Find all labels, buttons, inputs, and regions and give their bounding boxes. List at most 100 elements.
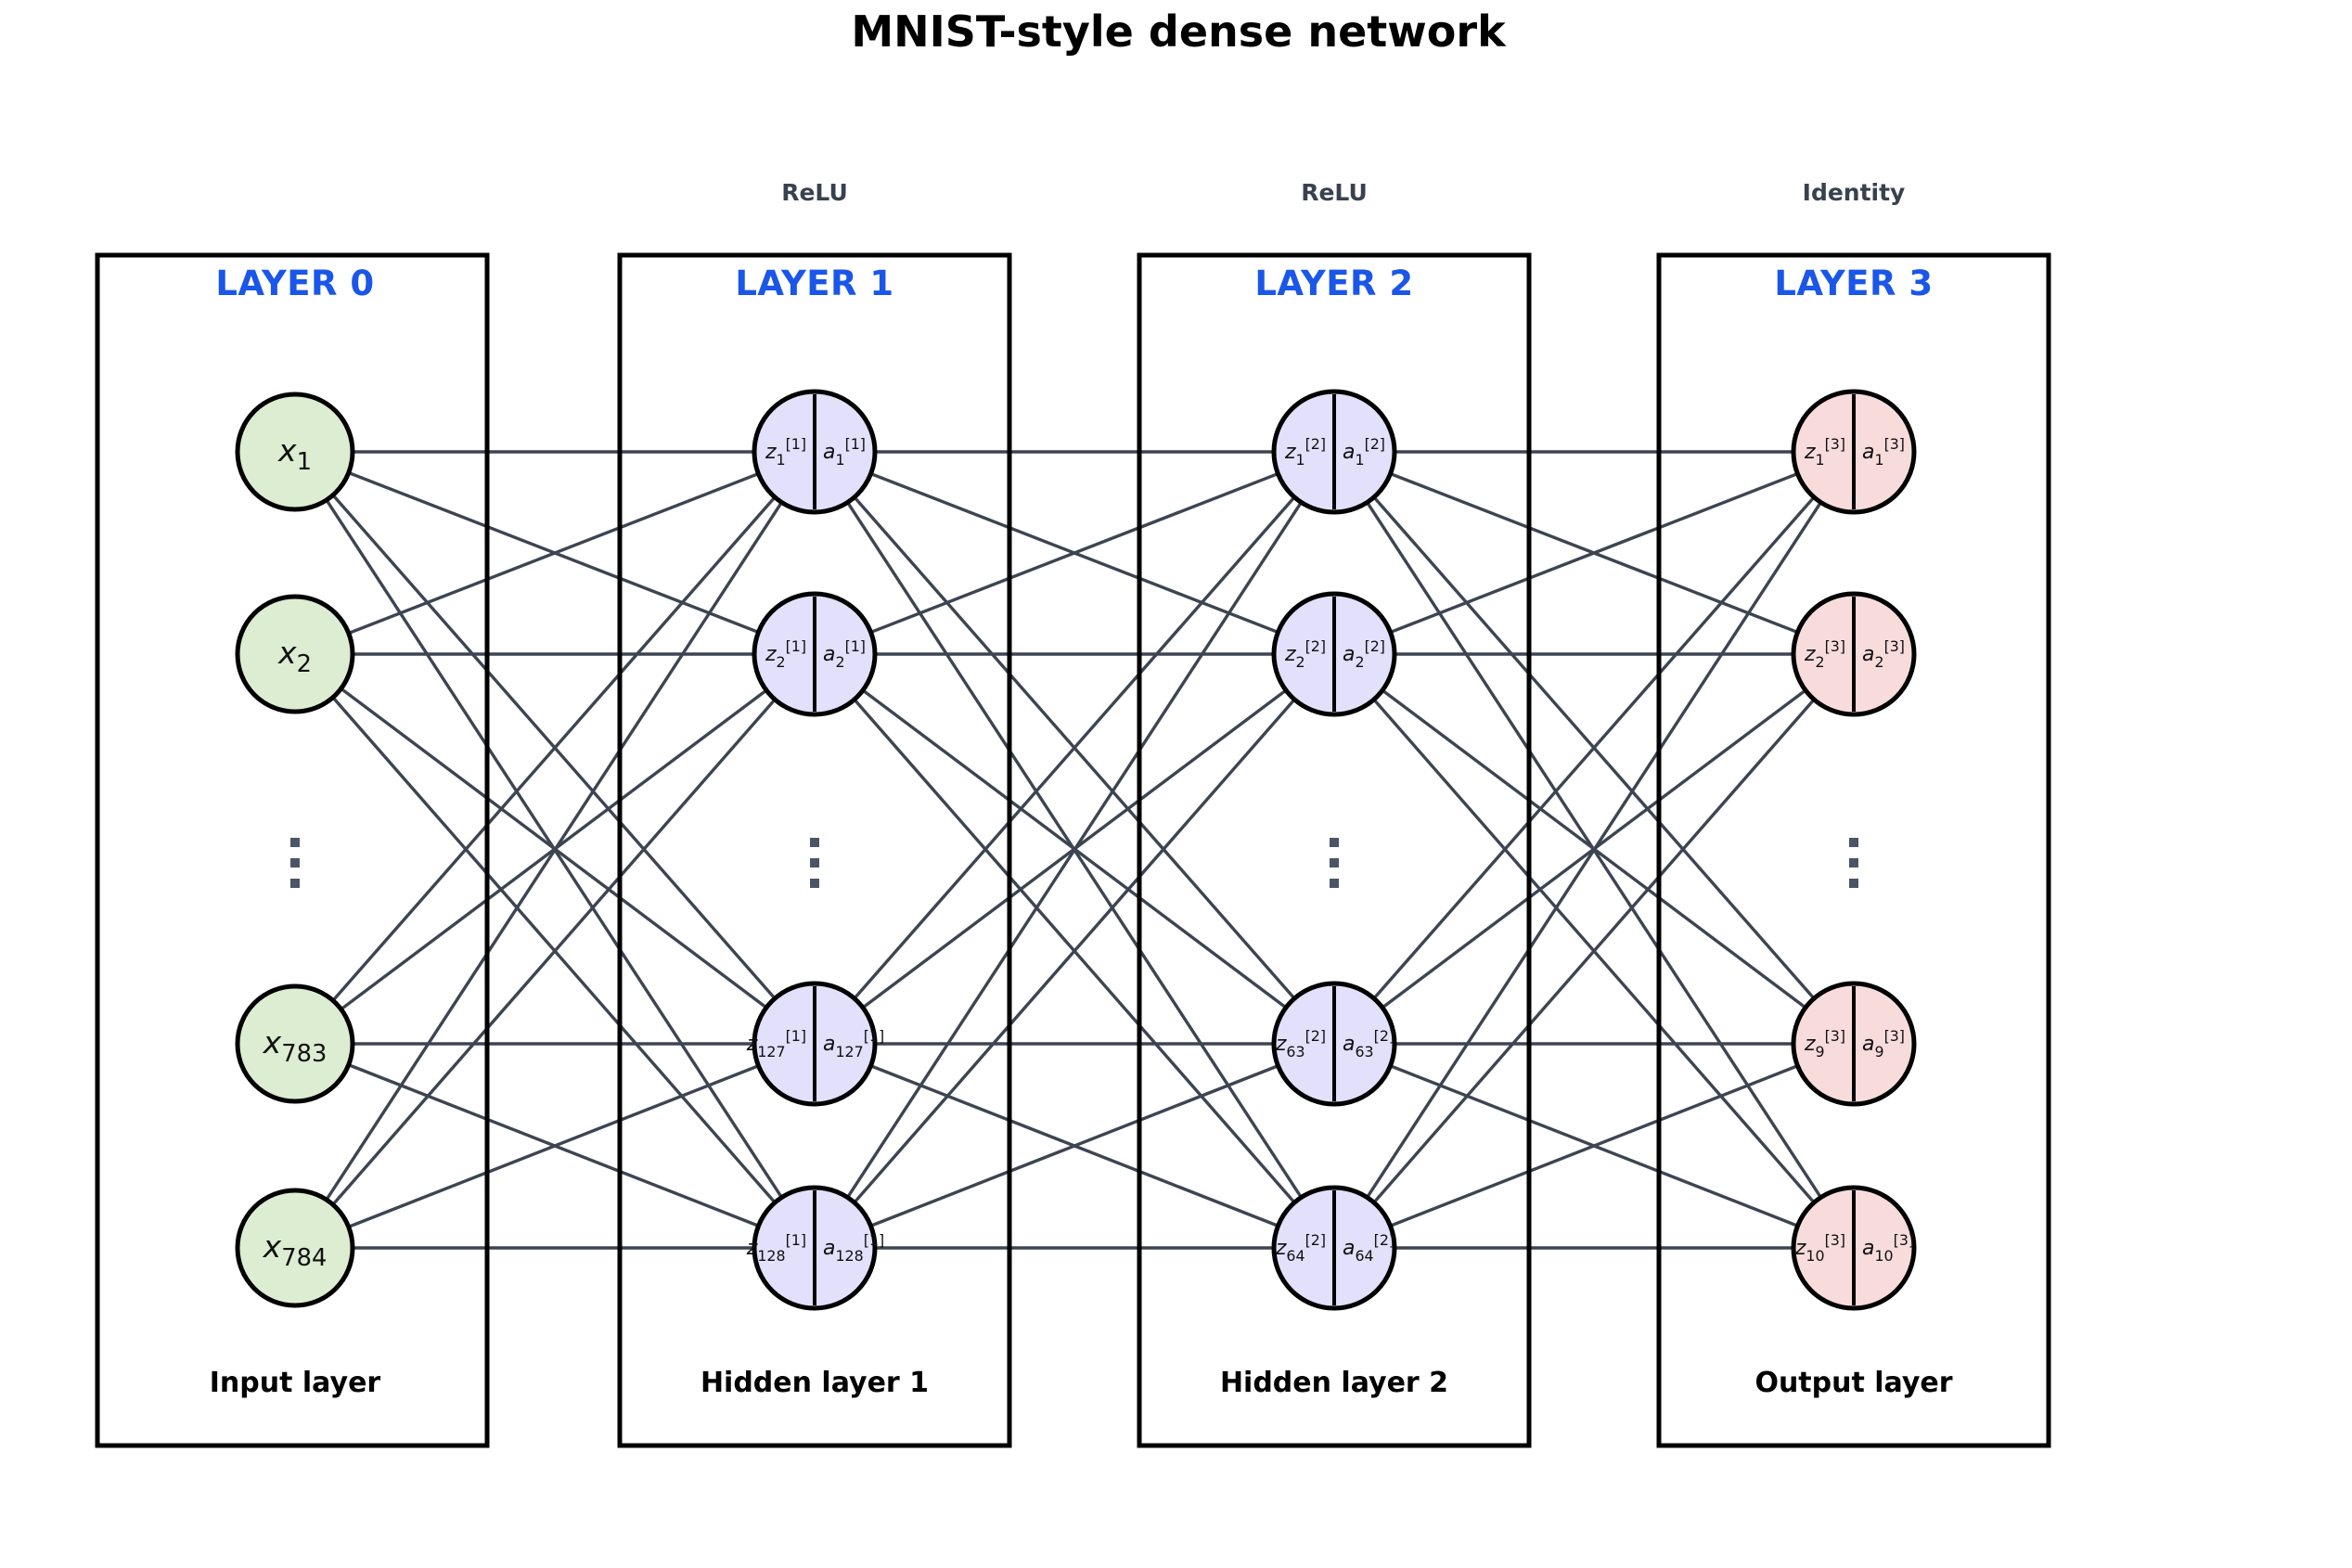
connection-edge — [869, 471, 1279, 635]
node-0-0[interactable]: x1 — [235, 392, 355, 512]
node-3-2[interactable]: z9[3] a9[3] — [1791, 981, 1917, 1107]
node-label-x: x784 — [263, 1228, 328, 1272]
connection-edge — [846, 501, 1303, 1199]
node-0-1[interactable]: x2 — [235, 594, 355, 714]
node-3-3[interactable]: z10[3] a10[3] — [1791, 1185, 1917, 1311]
connection-edge — [1389, 471, 1799, 635]
connection-edge — [1366, 501, 1822, 1199]
node-label-z: z10[3] — [1794, 1231, 1845, 1265]
node-2-2[interactable]: z63[2] a63[2] — [1271, 981, 1397, 1107]
vertical-ellipsis-1 — [810, 838, 819, 888]
node-2-0[interactable]: z1[2] a1[2] — [1271, 389, 1397, 515]
ellipsis-dot — [1330, 879, 1339, 888]
vertical-ellipsis-0 — [290, 838, 300, 888]
ellipsis-dot — [290, 879, 300, 888]
node-circle[interactable] — [235, 594, 355, 714]
node-label-z: z64[2] — [1275, 1231, 1326, 1265]
node-label-z: z2[1] — [765, 637, 806, 671]
node-label-z: z2[3] — [1804, 637, 1845, 671]
ellipsis-dot — [1849, 879, 1858, 888]
connection-edge — [869, 1064, 1279, 1227]
layer-box-1 — [617, 252, 1012, 1448]
ellipsis-dot — [1330, 838, 1339, 847]
activation-label-2: ReLU — [1301, 179, 1368, 206]
ellipsis-dot — [810, 838, 819, 847]
node-3-1[interactable]: z2[3] a2[3] — [1791, 591, 1917, 717]
node-2-1[interactable]: z2[2]a2[2] — [1271, 591, 1397, 717]
ellipsis-dot — [1849, 838, 1858, 847]
node-label-a: a63[2] — [1343, 1027, 1394, 1060]
connection-edge — [348, 1064, 760, 1228]
layer-group-2: ReLU LAYER 2 Hidden layer 2 z1[2] a1[2] z2[2]… — [1137, 179, 1532, 1448]
node-label-x: x1 — [277, 432, 312, 476]
node-1-3[interactable]: z128[1] a128[1] — [746, 1185, 884, 1311]
node-circle[interactable] — [235, 983, 355, 1104]
connection-edge — [348, 471, 760, 636]
layer-header-2: LAYER 2 — [1254, 263, 1413, 303]
layer-header-1: LAYER 1 — [735, 263, 893, 303]
node-label-a: a127[1] — [823, 1027, 884, 1060]
node-circle[interactable] — [235, 1188, 355, 1308]
node-1-1[interactable]: z2[1] a2[1] — [752, 591, 878, 717]
node-1-2[interactable]: z127[1] a127[1] — [746, 981, 884, 1107]
node-1-0[interactable]: z1[1] a1[1] — [752, 389, 878, 515]
node-label-x: x783 — [263, 1024, 328, 1068]
node-3-0[interactable]: z1[3] a1[3] — [1791, 389, 1917, 515]
node-label-z: z1[2] — [1284, 435, 1326, 469]
ellipsis-dot — [290, 838, 300, 847]
node-label-a: a10[3] — [1862, 1231, 1914, 1265]
node-label-a: a1[3] — [1862, 435, 1905, 469]
node-label-z: z1[1] — [765, 435, 806, 469]
ellipsis-dot — [810, 879, 819, 888]
layer-header-3: LAYER 3 — [1774, 263, 1933, 303]
figure-title: MNIST-style dense network — [851, 6, 1507, 57]
ellipsis-dot — [1849, 858, 1858, 868]
layer-group-1: ReLU LAYER 1 Hidden layer 1 z1[1] a1[1] z2[1]… — [617, 179, 1012, 1448]
connection-edge — [331, 698, 777, 1206]
node-label-z: z2[2] — [1284, 637, 1326, 671]
connection-edge — [1372, 495, 1816, 1000]
connection-edge — [853, 698, 1296, 1204]
vertical-ellipsis-3 — [1849, 838, 1858, 888]
connection-edge — [331, 495, 777, 1002]
node-label-z: z128[1] — [746, 1231, 806, 1265]
layer-caption-0: Input layer — [210, 1367, 381, 1399]
layer-group-0: LAYER 0 Input layer x1 x2 x783 x784 — [95, 252, 490, 1448]
connection-edge — [1389, 1064, 1799, 1227]
node-0-2[interactable]: x783 — [235, 983, 355, 1104]
node-label-z: z9[3] — [1804, 1027, 1845, 1060]
ellipsis-dot — [1330, 858, 1339, 868]
node-label-a: a64[2] — [1343, 1231, 1394, 1265]
node-label-a: a1[1] — [823, 435, 866, 469]
node-label-a: a128[1] — [823, 1231, 884, 1265]
connection-edge — [1372, 698, 1816, 1204]
connection-edge — [853, 495, 1296, 1000]
layer-box-0 — [95, 252, 490, 1448]
layer-caption-3: Output layer — [1754, 1367, 1952, 1399]
node-label-z: z127[1] — [746, 1027, 806, 1060]
layer-box-3 — [1656, 252, 2051, 1448]
node-0-3[interactable]: x784 — [235, 1188, 355, 1308]
layer-header-0: LAYER 0 — [215, 263, 374, 303]
node-label-z: z1[3] — [1804, 435, 1845, 469]
node-label-a: a2[3] — [1862, 637, 1905, 671]
layer-box-2 — [1137, 252, 1532, 1448]
layer-caption-1: Hidden layer 1 — [700, 1367, 929, 1399]
node-label-z: z63[2] — [1275, 1027, 1326, 1060]
node-label-x: x2 — [277, 635, 312, 678]
node-label-a: a2[1] — [823, 637, 866, 671]
layer-caption-2: Hidden layer 2 — [1220, 1367, 1448, 1399]
node-label-a: a9[3] — [1862, 1027, 1905, 1060]
connection-edge — [325, 501, 783, 1202]
edges-group — [325, 450, 1822, 1250]
node-label-a: a1[2] — [1343, 435, 1385, 469]
activation-label-1: ReLU — [781, 179, 848, 206]
node-2-3[interactable]: z64[2] a64[2] — [1271, 1185, 1397, 1311]
activation-label-3: Identity — [1803, 179, 1906, 206]
vertical-ellipsis-2 — [1330, 838, 1339, 888]
node-circle[interactable] — [235, 392, 355, 512]
ellipsis-dot — [290, 858, 300, 868]
